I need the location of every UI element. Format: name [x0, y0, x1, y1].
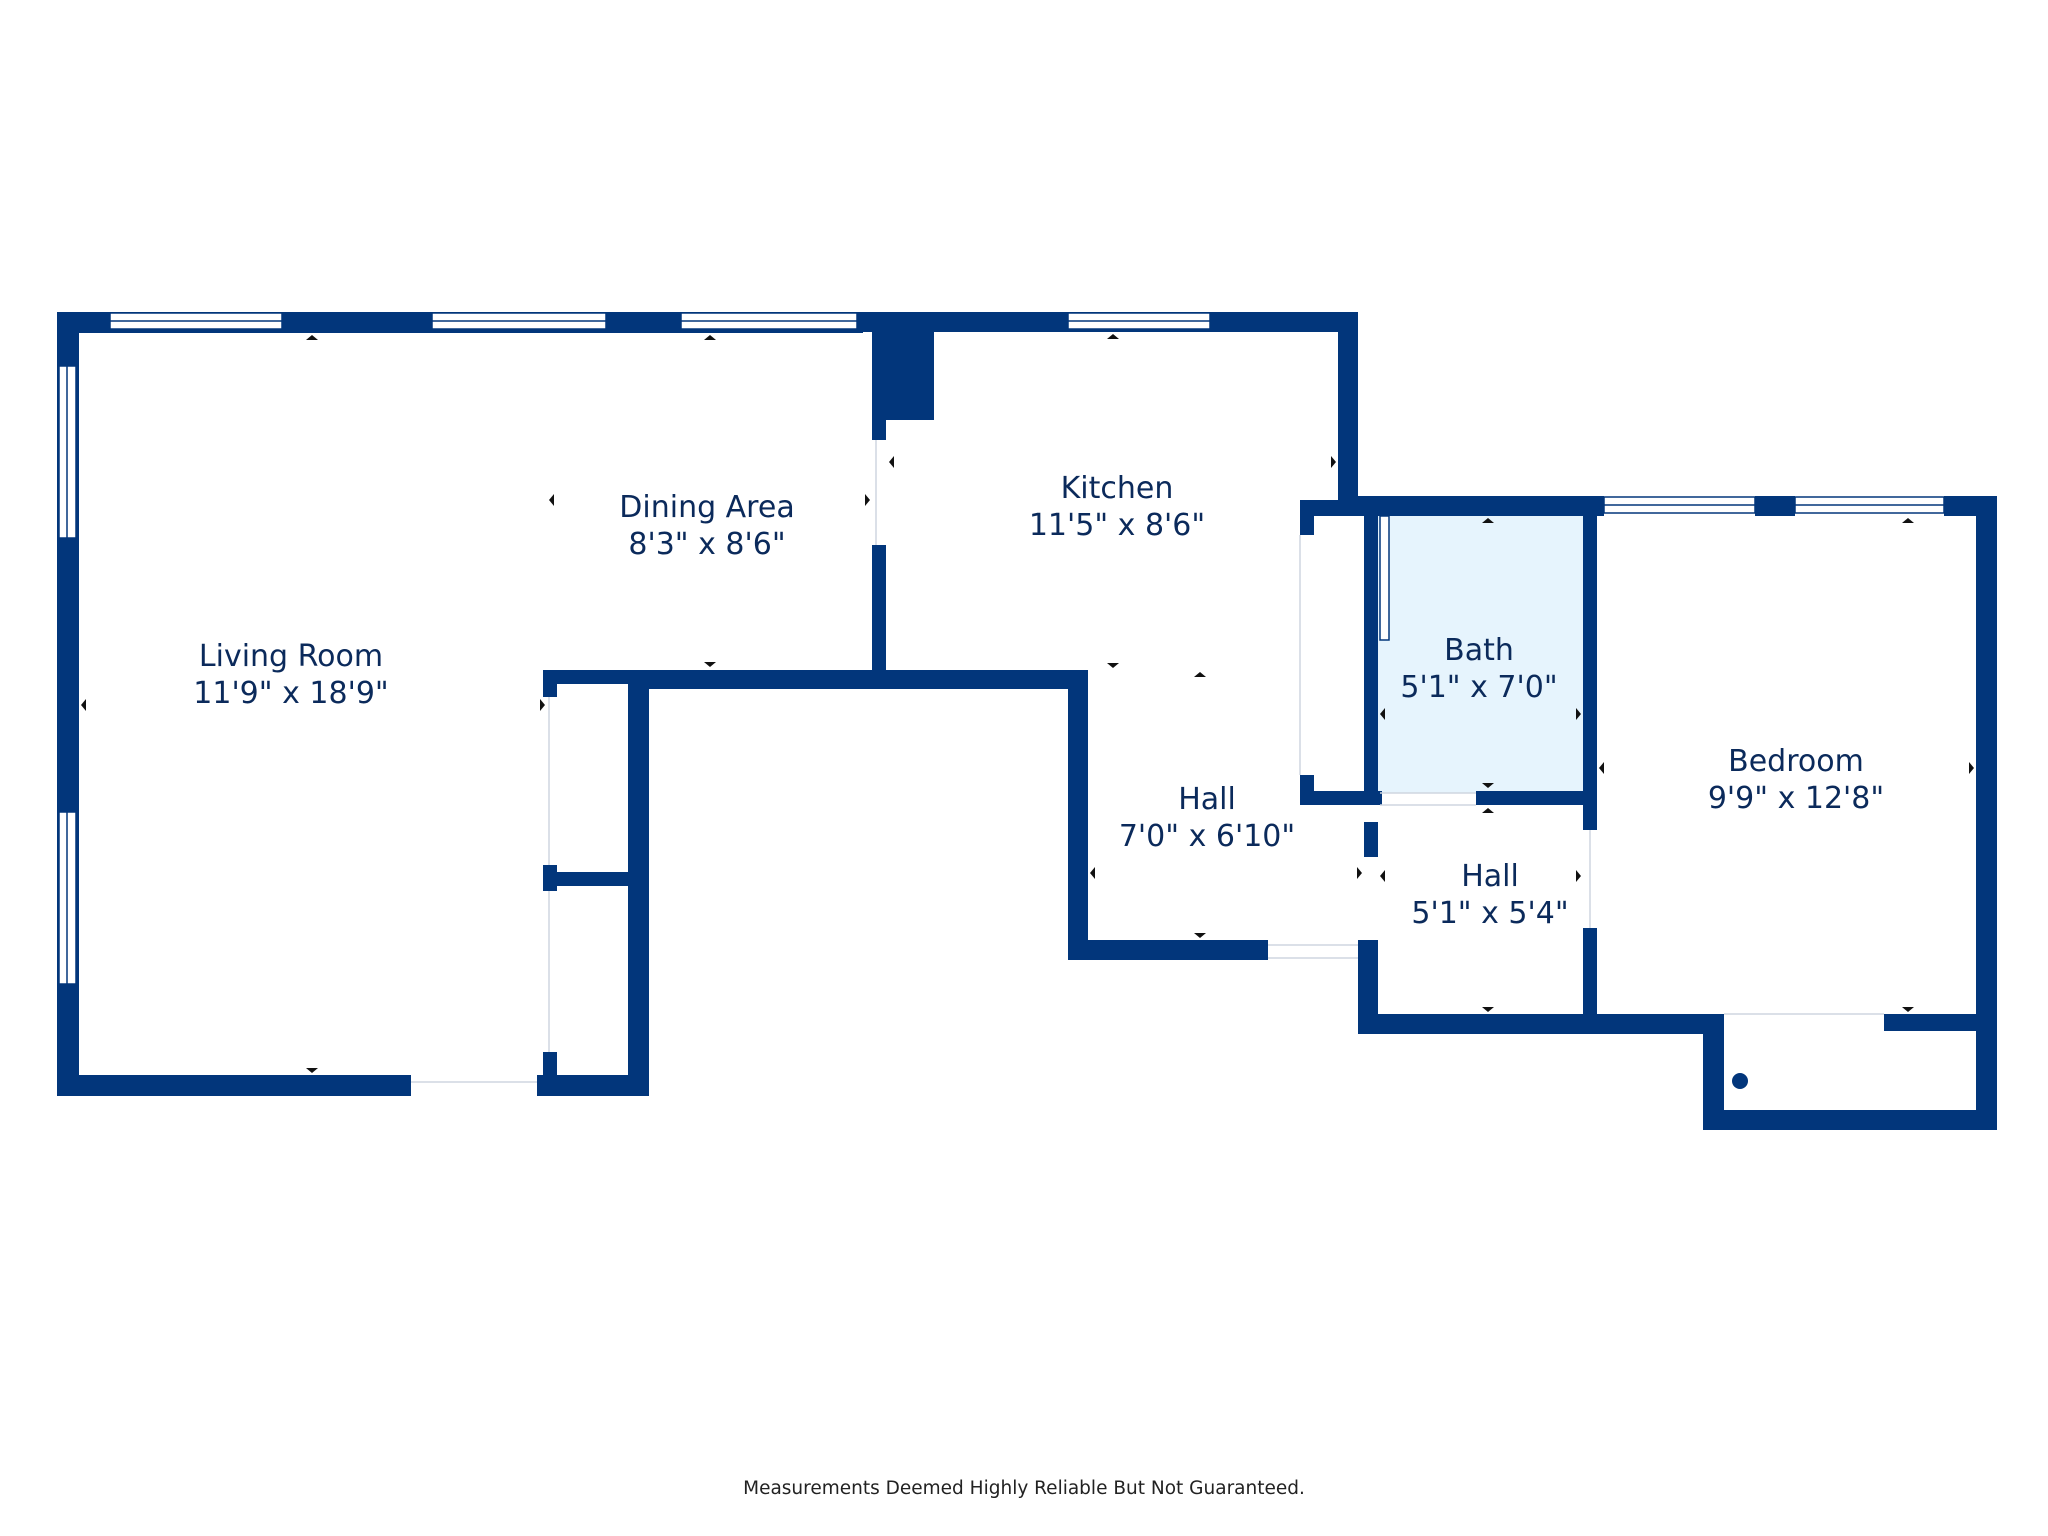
marker-right [1357, 867, 1362, 879]
wall-closet-top [543, 670, 649, 684]
wall-dining-kitchen-lower [872, 545, 886, 685]
wall-right-top-bed-a [1755, 496, 1795, 516]
marker-down [704, 662, 716, 667]
marker-left [1599, 762, 1604, 774]
dining-area-name: Dining Area [619, 490, 794, 525]
dining-area-dimensions: 8'3" x 8'6" [628, 527, 785, 562]
wall-closet-left-lower [543, 1052, 557, 1096]
marker-down [1902, 1007, 1914, 1012]
measurement-disclaimer: Measurements Deemed Highly Reliable But … [743, 1478, 1305, 1499]
wall-bedroom-right [1976, 496, 1997, 1130]
bath-vanity [1379, 515, 1390, 641]
bedroom-dimensions: 9'9" x 12'8" [1708, 781, 1884, 816]
closet-marker-dot [1732, 1073, 1748, 1089]
marker-right [540, 699, 545, 711]
bath-dimensions: 5'1" x 7'0" [1400, 670, 1557, 705]
wall-hall-left [1068, 670, 1088, 960]
windows [58, 312, 1945, 985]
wall-bedroom-bottom-right [1884, 1014, 1997, 1031]
wall-hall-small-left [1364, 822, 1378, 857]
marker-left [1090, 867, 1095, 879]
marker-up [704, 335, 716, 340]
bath-fill [1378, 516, 1583, 793]
wall-closet-left-mid [543, 865, 557, 891]
wall-hall-bottom [1068, 940, 1268, 960]
marker-left [549, 494, 554, 506]
bedroom-name: Bedroom [1728, 744, 1864, 779]
marker-left [81, 699, 86, 711]
marker-right [1331, 456, 1336, 468]
marker-right [865, 494, 870, 506]
wall-bedroom-closet-bottom [1703, 1110, 1997, 1130]
hall-small-dimensions: 5'1" x 5'4" [1411, 896, 1568, 931]
wall-right-top [1358, 496, 1604, 516]
room-labels: Living Room 11'9" x 18'9" Dining Area 8'… [193, 471, 1884, 931]
marker-right [1576, 708, 1581, 720]
marker-up [1194, 672, 1206, 677]
marker-left [1380, 870, 1385, 882]
marker-left [1380, 708, 1385, 720]
hall-main-name: Hall [1178, 782, 1236, 817]
hall-small-name: Hall [1461, 859, 1519, 894]
marker-right [1969, 762, 1974, 774]
living-room-dimensions: 11'9" x 18'9" [193, 676, 388, 711]
wall-bath-left [1364, 500, 1378, 805]
kitchen-name: Kitchen [1061, 471, 1174, 506]
living-room-name: Living Room [199, 639, 383, 674]
marker-up [306, 335, 318, 340]
wall-bath-bottom-right [1476, 791, 1596, 805]
wall-dining-bottom [628, 670, 1088, 689]
marker-down [1107, 663, 1119, 668]
wall-bottom-living-right [537, 1075, 649, 1096]
wall-closet-bath-left [1300, 500, 1314, 535]
marker-right [1576, 870, 1581, 882]
walls [57, 312, 1997, 1130]
wall-closet-left-upper [543, 670, 557, 697]
wall-hall-small-right-low [1583, 928, 1597, 1034]
marker-up [1482, 808, 1494, 813]
wall-closet-divider [543, 872, 649, 886]
wall-bottom-living [57, 1075, 411, 1096]
marker-down [1482, 1007, 1494, 1012]
kitchen-dimensions: 11'5" x 8'6" [1029, 508, 1205, 543]
wall-hall-small-bottom [1358, 1014, 1718, 1034]
marker-up [1107, 334, 1119, 339]
marker-up [1902, 518, 1914, 523]
marker-down [1194, 933, 1206, 938]
hall-main-dimensions: 7'0" x 6'10" [1119, 819, 1295, 854]
wall-kitchen-right [1338, 312, 1358, 503]
openings [411, 440, 1884, 1083]
measurement-markers [81, 334, 1974, 1073]
bath-name: Bath [1444, 633, 1514, 668]
marker-left [889, 456, 894, 468]
marker-down [1482, 783, 1494, 788]
wall-hall-small-left-low [1358, 940, 1378, 1034]
marker-up [1482, 518, 1494, 523]
marker-down [306, 1068, 318, 1073]
wall-closet-bath-bottom [1300, 791, 1382, 805]
wall-bedroom-closet-left [1703, 1014, 1724, 1130]
wall-bath-right [1583, 500, 1597, 830]
